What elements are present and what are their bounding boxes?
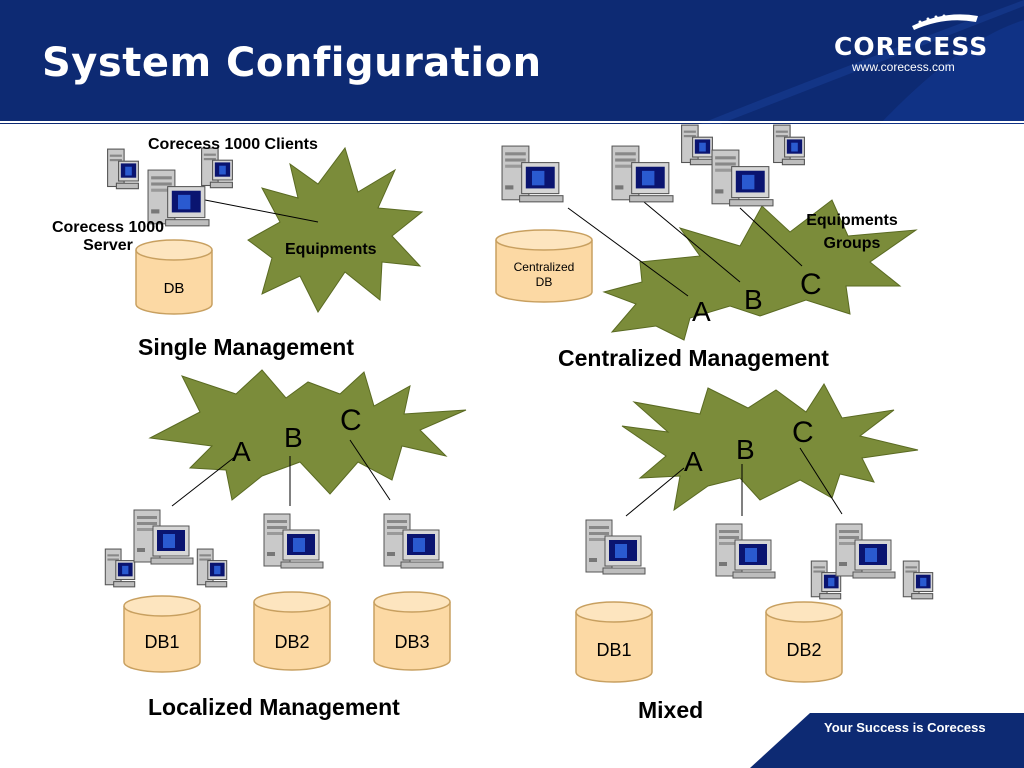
connector-line: [643, 201, 741, 283]
equipments-burst: [247, 146, 424, 313]
group-a-label: A: [692, 296, 711, 327]
configuration-diagram: [104, 124, 934, 683]
clients-label: Corecess 1000 Clients: [148, 136, 318, 153]
client-pc-icon: [501, 145, 564, 203]
server-pc-icon: [147, 169, 210, 227]
equipment-groups-burst: [621, 383, 919, 512]
logo-url: www.corecess.com: [852, 60, 955, 74]
logo-swoosh-icon: [912, 14, 978, 30]
equipments-groups-line-2: Groups: [823, 235, 881, 252]
group-a-label: A: [232, 436, 251, 467]
client-pc-icon: [107, 148, 139, 190]
client-pc-icon: [383, 513, 444, 569]
client-pc-icon: [133, 509, 194, 565]
slide-header: [0, 0, 1024, 124]
connector-line: [567, 207, 689, 297]
db-label: DB: [163, 280, 185, 297]
client-pc-icon: [201, 147, 233, 189]
centralized-management-caption: Centralized Management: [558, 345, 829, 371]
server-label-line-1: Corecess 1000: [51, 219, 165, 236]
server-label: Corecess 1000 Server: [30, 219, 186, 255]
client-pc-icon: [715, 523, 776, 579]
mixed-caption: Mixed: [638, 697, 704, 723]
client-pc-icon: [196, 548, 228, 588]
equipments-groups-line-1: Equipments: [806, 212, 898, 229]
client-pc-icon: [585, 519, 646, 575]
db3-label: DB3: [394, 632, 430, 652]
centralized-db-label-line-2: DB: [535, 275, 553, 289]
connector-line: [739, 207, 803, 267]
single-management-caption: Single Management: [138, 334, 354, 360]
group-b-label: B: [736, 434, 755, 465]
client-pc-icon: [104, 548, 136, 588]
group-c-label: C: [340, 404, 362, 437]
client-pc-icon: [611, 145, 674, 203]
db3-cylinder: [373, 591, 451, 671]
centralized-db-label: Centralized DB: [500, 260, 588, 290]
footer-tagline: Your Success is Corecess: [824, 720, 986, 735]
equipment-groups-burst: [602, 199, 918, 341]
group-b-label: B: [744, 284, 763, 315]
connector-line: [349, 439, 391, 501]
equipment-groups-burst: [148, 369, 467, 501]
page-title: System Configuration: [42, 40, 542, 86]
db1-cylinder: [575, 601, 653, 683]
localized-management-caption: Localized Management: [148, 694, 400, 720]
server-label-line-2: Server: [83, 237, 133, 254]
db-cylinder: [135, 239, 213, 315]
db2-cylinder: [253, 591, 331, 671]
client-pc-icon: [681, 124, 713, 166]
connector-line: [204, 199, 319, 223]
client-pc-icon: [263, 513, 324, 569]
db2-cylinder: [765, 601, 843, 683]
group-c-label: C: [800, 268, 822, 301]
client-pc-icon: [835, 523, 896, 579]
db2-label: DB2: [786, 640, 822, 660]
db2-label: DB2: [274, 632, 310, 652]
db1-label: DB1: [596, 640, 632, 660]
footer-band: [750, 713, 1024, 768]
centralized-db-cylinder: [495, 229, 593, 303]
connector-line: [625, 467, 685, 517]
connector-line: [171, 455, 237, 507]
connector-line: [799, 447, 843, 515]
db1-cylinder: [123, 595, 201, 673]
client-pc-icon: [711, 149, 774, 207]
equipments-groups-label: Equipments Groups: [796, 209, 908, 255]
client-pc-icon: [902, 560, 934, 600]
centralized-db-label-line-1: Centralized: [513, 260, 575, 274]
client-pc-icon: [773, 124, 805, 166]
logo: CORECESS: [834, 32, 989, 61]
group-b-label: B: [284, 422, 303, 453]
db1-label: DB1: [144, 632, 180, 652]
group-c-label: C: [792, 416, 814, 449]
equipments-label: Equipments: [285, 241, 377, 258]
group-a-label: A: [684, 446, 703, 477]
